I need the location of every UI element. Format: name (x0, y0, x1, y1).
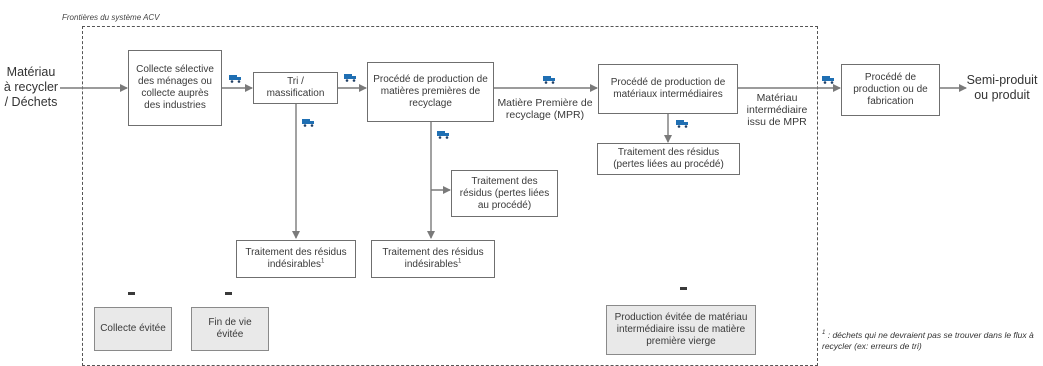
box-traitement-mpr-pertes: Traitement des résidus (pertes liées au … (451, 170, 558, 217)
minus-sign (128, 292, 135, 295)
flow-label-mpr: Matière Première de recyclage (MPR) (497, 97, 593, 121)
box-tri: Tri / massification (253, 72, 338, 104)
truck-icon (676, 120, 688, 128)
truck-icon (302, 119, 314, 127)
input-label: Matériau à recycler / Déchets (3, 65, 59, 109)
flow-label-materiau-intermediaire: Matériau intermédiaire issu de MPR (746, 92, 808, 128)
box-collecte-evitee: Collecte évitée (94, 307, 172, 351)
minus-sign (225, 292, 232, 295)
footnote: 1 : déchets qui ne devraient pas se trou… (822, 330, 1034, 351)
truck-icon (543, 76, 555, 84)
box-traitement-mpr-indesirables: Traitement des résidus indésirables1 (371, 240, 495, 278)
box-procede-mpr: Procédé de production de matières premiè… (367, 62, 494, 122)
box-fin-de-vie-evitee: Fin de vie évitée (191, 307, 269, 351)
truck-icon (437, 131, 449, 139)
output-label: Semi-produit ou produit (966, 73, 1038, 102)
truck-icon (822, 76, 834, 84)
boundary-title: Frontières du système ACV (62, 13, 160, 22)
box-production-evitee: Production évitée de matériau intermédia… (606, 305, 756, 355)
box-traitement-tri: Traitement des résidus indésirables1 (236, 240, 356, 278)
truck-icon (344, 74, 356, 82)
truck-icon (229, 75, 241, 83)
box-traitement-intermediaire: Traitement des résidus (pertes liées au … (597, 143, 740, 175)
box-procede-intermediaire: Procédé de production de matériaux inter… (598, 64, 738, 114)
box-procede-fabrication: Procédé de production ou de fabrication (841, 64, 940, 116)
minus-sign (680, 287, 687, 290)
box-collecte: Collecte sélective des ménages ou collec… (128, 50, 222, 126)
